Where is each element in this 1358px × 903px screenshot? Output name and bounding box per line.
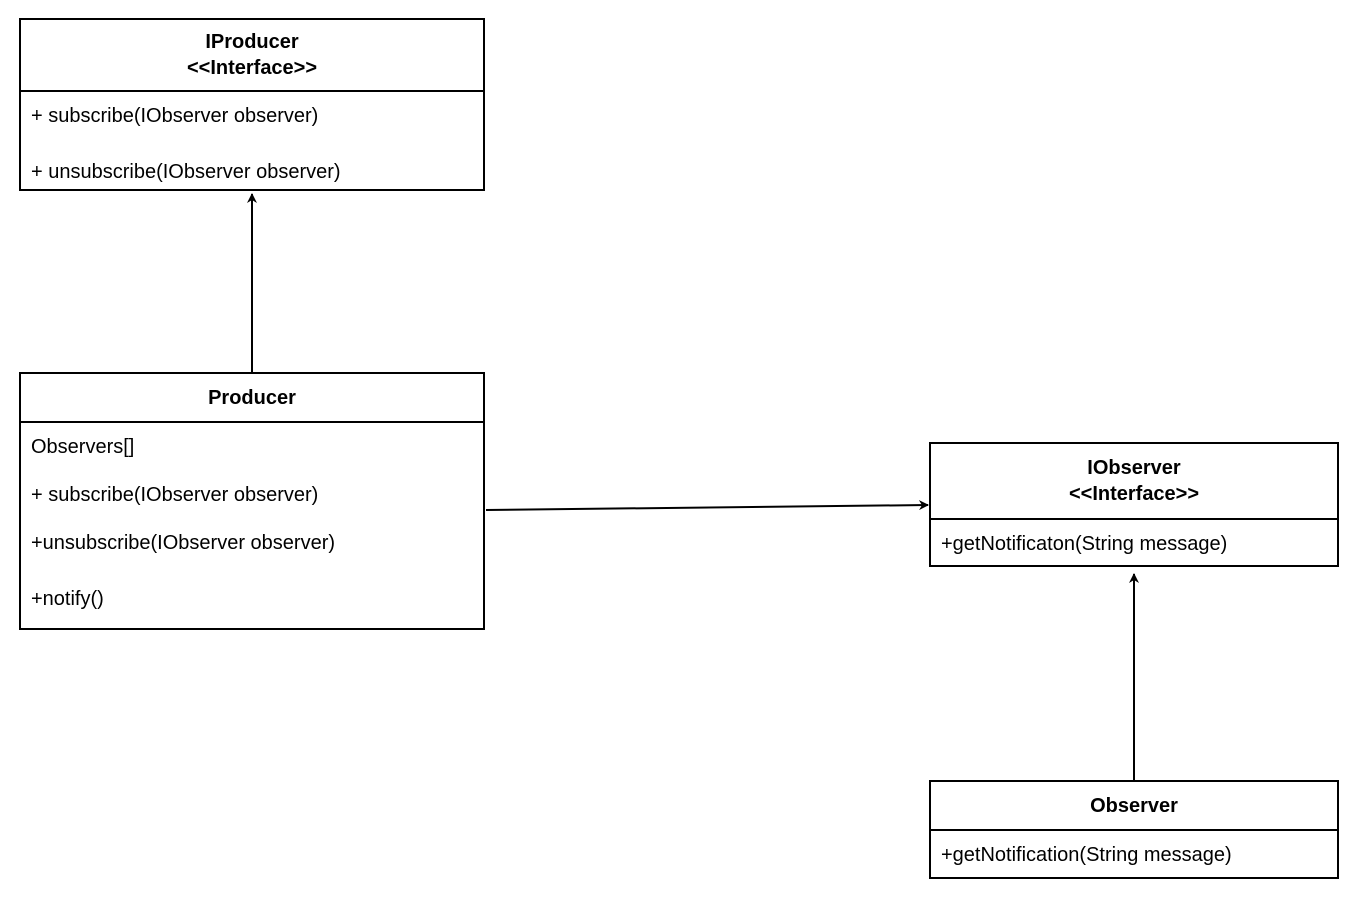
observer-class-name: Observer (1090, 794, 1178, 817)
iproducer-class-name: IProducer (205, 31, 299, 53)
observer-class-box[interactable]: Observer +getNotification(String message… (929, 780, 1339, 879)
iproducer-member: + unsubscribe(IObserver observer) (31, 161, 341, 183)
producer-to-iobserver-arrow (485, 500, 929, 511)
iobserver-member: +getNotificaton(String message) (941, 533, 1228, 555)
producer-class-header: Producer (21, 374, 483, 423)
observer-member: +getNotification(String message) (941, 844, 1232, 866)
iproducer-stereotype: <<Interface>> (186, 57, 318, 79)
producer-member: + subscribe(IObserver observer) (31, 484, 319, 506)
producer-member: +notify() (31, 588, 104, 610)
iproducer-class-header: IProducer <<Interface>> (21, 20, 483, 92)
iproducer-member: + subscribe(IObserver observer) (31, 105, 319, 127)
iobserver-stereotype: <<Interface>> (1068, 483, 1200, 505)
producer-class-name: Producer (208, 386, 296, 409)
iproducer-class-box[interactable]: IProducer <<Interface>> + subscribe(IObs… (19, 18, 485, 191)
producer-member: Observers[] (31, 436, 135, 458)
producer-class-box[interactable]: Producer Observers[] + subscribe(IObserv… (19, 372, 485, 630)
producer-member: +unsubscribe(IObserver observer) (31, 532, 336, 554)
observer-class-header: Observer (931, 782, 1337, 831)
iobserver-class-name: IObserver (1087, 457, 1181, 479)
iobserver-class-box[interactable]: IObserver <<Interface>> +getNotificaton(… (929, 442, 1339, 567)
iobserver-class-header: IObserver <<Interface>> (931, 444, 1337, 520)
